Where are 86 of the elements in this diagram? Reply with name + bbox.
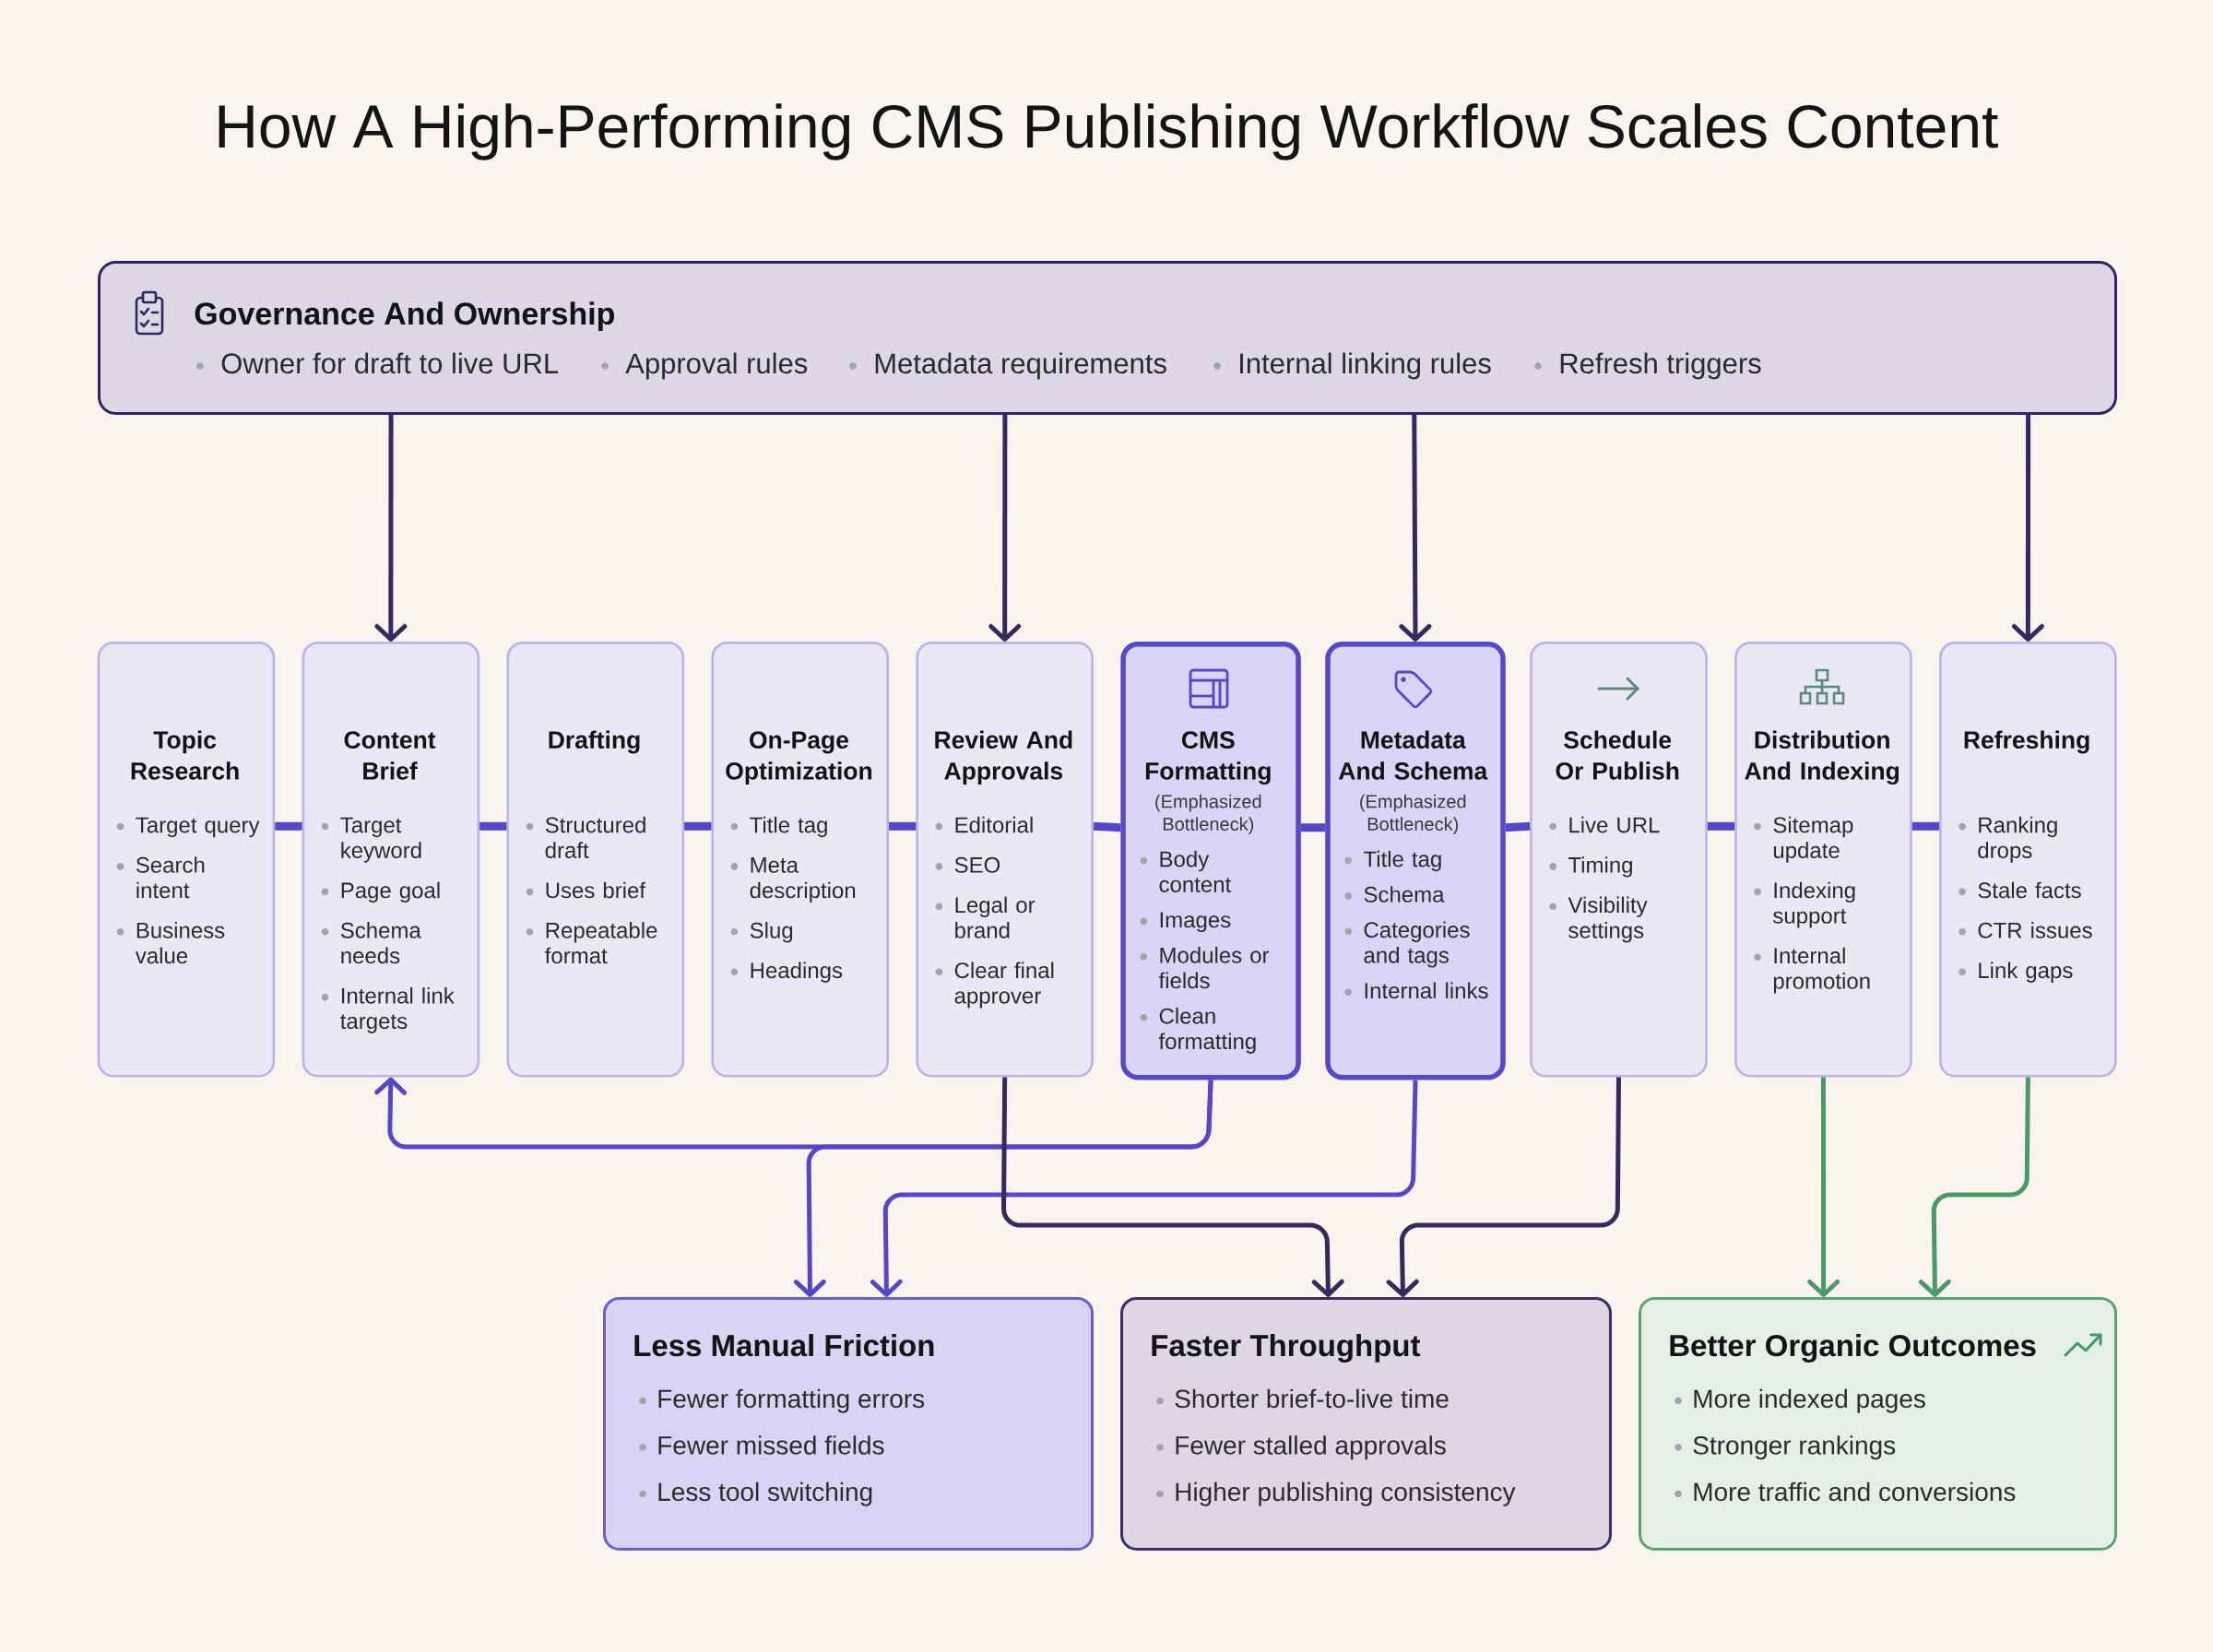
stage-note: (Emphasized Bottleneck) [1360,794,1466,834]
arrow [1386,1077,1621,1297]
bullet-item: Approval rules [625,352,808,380]
stage-heading: Content Brief [344,731,436,780]
bullet-item: Schema needs [340,922,421,964]
bullet-item: Business value [135,922,225,964]
bullet-item: Editorial [955,816,1033,833]
bullet-item: Title tag [1364,850,1441,872]
bullet-item: Ranking drops [1978,816,2057,863]
connector-line [889,821,917,831]
stage-heading: Distribution And Indexing [1745,730,1899,785]
bullet-item: Schema [1364,886,1445,903]
bullet-item: Uses brief [546,881,646,899]
connector-line [684,821,712,831]
bullet-item: Owner for draft to live URL [221,352,559,374]
bullet-item: Stale facts [1978,881,2081,899]
bullet-item: More indexed pages [1694,1388,1925,1413]
arrow [1399,414,1432,642]
bullet-item: Internal links [1365,982,1488,999]
stage-heading: Review And Approvals [935,730,1072,785]
bullet-item: Metadata requirements [875,352,1166,380]
bullet-item: Timing [1568,856,1632,878]
bullet-item: Less tool switching [658,1481,872,1506]
connector-line [1093,821,1121,832]
arrow [374,415,408,642]
bullet-item: Slug [750,922,793,943]
connector-line [1505,821,1531,832]
arrow [1807,1077,1840,1297]
bullet-item: Fewer missed fields [658,1435,884,1455]
bullet-item: Body content [1159,850,1232,892]
stage-heading: On-Page Optimization [726,731,872,785]
connector-line [275,821,302,831]
bullet-item: Stronger rankings [1693,1435,1896,1460]
panel-heading: Governance And Ownership [195,301,614,332]
bullet-item: Higher publishing consistency [1176,1481,1516,1506]
stage-heading: Schedule Or Publish [1556,730,1679,780]
outcome-heading: Less Manual Friction [634,1334,934,1357]
stage-heading: Drafting [549,730,640,754]
stage-note: (Emphasized Bottleneck) [1155,794,1261,834]
bullet-item: Shorter brief-to-live time [1175,1388,1449,1409]
stage-heading: CMS Formatting [1145,731,1271,785]
bullet-item: Sitemap update [1773,816,1853,863]
connector-line [1300,823,1326,832]
bullet-item: Internal promotion [1773,947,1870,994]
bullet-item: Legal or brand [955,896,1035,938]
bullet-item: Categories and tags [1364,921,1470,968]
bullet-item: Modules or fields [1158,947,1270,989]
connector-line [1707,821,1735,831]
bullet-item: Internal link targets [340,987,455,1033]
bullet-item: Meta description [750,857,856,903]
outcome-heading: Faster Throughput [1152,1334,1421,1363]
bullet-item: Visibility settings [1568,896,1648,943]
outcome-heading: Better Organic Outcomes [1670,1334,2036,1363]
bullet-item: Indexing support [1773,881,1855,928]
bullet-item: More traffic and conversions [1694,1481,2016,1502]
stage-heading: Topic Research [131,730,239,780]
bullet-item: CTR issues [1978,922,2092,938]
arrow [870,1080,1418,1297]
bullet-item: Live URL [1569,816,1660,833]
bullet-item: SEO [954,856,1000,873]
bullet-item: Page goal [341,881,440,903]
bullet-item: Search intent [136,856,205,899]
connector-line [479,821,507,831]
bullet-item: Clean formatting [1158,1008,1256,1054]
bullet-item: Repeatable format [545,922,657,964]
bullet-item: Fewer stalled approvals [1176,1435,1446,1460]
bullet-item: Link gaps [1979,962,2073,983]
title: How A High-Performing CMS Publishing Workflow Scales Content [219,103,1998,160]
arrow [2011,415,2044,642]
bullet-item: Fewer formatting errors [658,1388,925,1413]
arrow [1918,1077,2030,1297]
bullet-item: Headings [751,962,843,983]
bullet-item: Refresh triggers [1560,352,1761,380]
bullet-item: Target query [136,817,260,838]
bullet-item: Title tag [750,816,827,838]
stage-heading: Metadata And Schema [1338,730,1488,780]
stage-heading: Refreshing [1964,730,2089,754]
bullet-item: Structured draft [545,816,645,858]
arrow [988,415,1022,642]
connector-line [1911,821,1940,831]
bullet-item: Clear final approver [954,962,1054,1009]
bullet-item: Internal linking rules [1240,352,1491,380]
bullet-item: Target keyword [340,817,421,863]
arrow [1001,1077,1344,1297]
arrow [793,1080,1213,1297]
bullet-item: Images [1160,912,1231,933]
